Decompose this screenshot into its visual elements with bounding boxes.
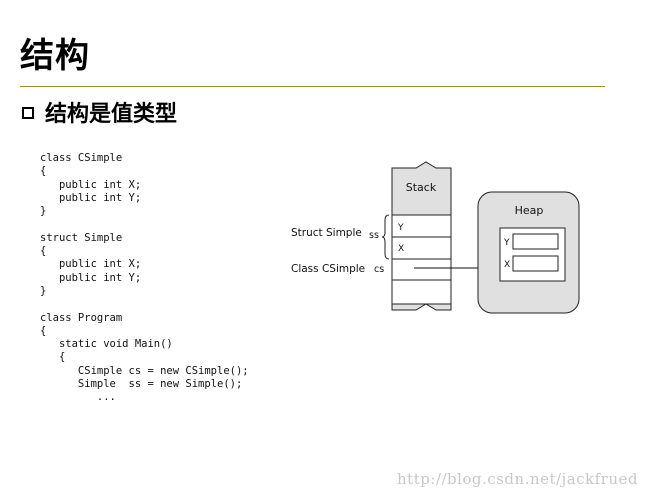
code-line: static void Main() (40, 338, 173, 351)
code-line: } (40, 284, 47, 297)
code-line: CSimple cs = new CSimple(); (40, 364, 249, 377)
code-line: public int Y; (40, 191, 142, 204)
class-csimple-label: Class CSimple (291, 263, 365, 275)
heap-field-x (512, 255, 559, 272)
code-line: class Program (40, 311, 123, 324)
stack: Stack Y X (391, 161, 452, 311)
code-line: struct Simple (40, 231, 123, 244)
code-line: { (40, 245, 47, 258)
struct-brace (381, 214, 390, 260)
cs-var-label: cs (374, 264, 384, 275)
heap-label: Heap (515, 204, 544, 217)
code-line: { (40, 324, 47, 337)
code-line: { (40, 165, 47, 178)
watermark: http://blog.csdn.net/jackfrued (397, 470, 638, 488)
square-bullet-icon (22, 106, 34, 119)
stack-slot-empty (391, 279, 452, 305)
heap-x-label: X (504, 260, 510, 270)
code-line: Simple ss = new Simple(); (40, 378, 243, 391)
bullet-text: 结构是值类型 (45, 102, 178, 127)
bullet-item: 结构是值类型 (22, 96, 177, 128)
code-line: public int X; (40, 178, 142, 191)
heap-y-label: Y (503, 238, 510, 248)
heap-field-y (512, 233, 559, 250)
struct-simple-label: Struct Simple (291, 227, 362, 239)
code-line: { (40, 351, 66, 364)
code-line: public int X; (40, 258, 142, 271)
code-line: } (40, 205, 47, 218)
code-line: ... (40, 391, 116, 404)
stack-y-label: Y (397, 223, 404, 233)
heap: Heap Y X (477, 191, 580, 314)
ss-var-label: ss (369, 230, 379, 241)
stack-x-label: X (398, 244, 404, 254)
code-listing: class CSimple{ public int X; public int … (40, 152, 249, 405)
code-line: class CSimple (40, 152, 123, 164)
title-divider (20, 86, 605, 87)
slide-title: 结构 (20, 36, 90, 76)
stack-label: Stack (406, 181, 437, 194)
code-line: public int Y; (40, 271, 142, 284)
stack-slot-cs (391, 258, 452, 281)
